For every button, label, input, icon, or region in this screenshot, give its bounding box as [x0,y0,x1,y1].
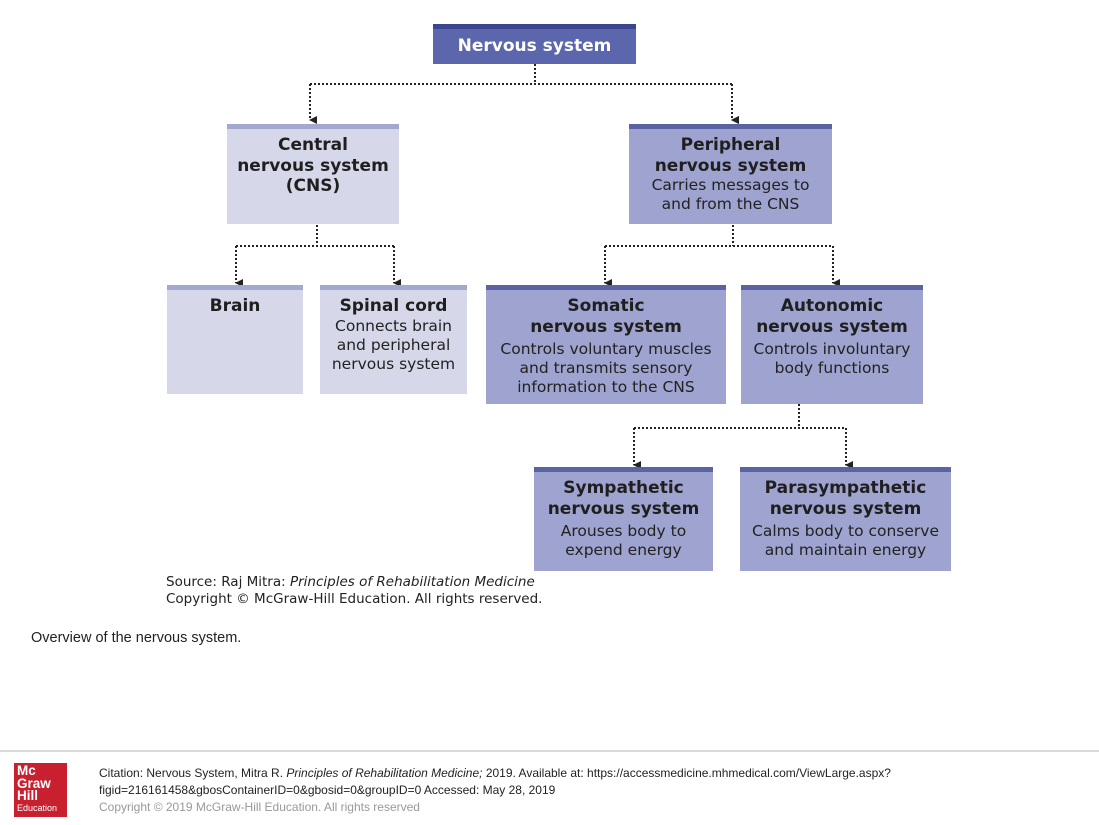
node-desc: Calms body to conserve and maintain ener… [752,522,939,560]
node-title: Spinal cord [339,296,448,316]
connector-cns [236,225,394,247]
node-nervous-system: Nervous system [433,24,636,64]
node-desc: Controls involuntary body functions [753,340,911,378]
node-desc: Connects brain and peripheral nervous sy… [331,316,456,373]
source-copyright: Copyright © McGraw-Hill Education. All r… [166,591,543,607]
node-autonomic: Autonomic nervous system Controls involu… [741,285,923,404]
logo-line: Graw [17,775,51,791]
mcgraw-hill-logo: Mc Graw Hill Education [14,763,67,817]
node-title: Sympathetic nervous system [547,478,700,519]
node-title: Nervous system [457,36,612,56]
citation-line2: figid=216161458&gbosContainerID=0&gbosid… [99,783,556,797]
node-sympathetic: Sympathetic nervous system Arouses body … [534,467,713,571]
node-desc: Arouses body to expend energy [560,522,687,560]
node-parasympathetic: Parasympathetic nervous system Calms bod… [740,467,951,571]
node-spinal-cord: Spinal cord Connects brain and periphera… [320,285,467,394]
node-cns: Central nervous system (CNS) [227,124,399,224]
connector-root [309,64,732,120]
node-desc: Controls voluntary muscles and transmits… [500,340,712,397]
connector-autonomic [634,404,846,429]
figure-source: Source: Raj Mitra: Principles of Rehabil… [166,574,542,608]
node-somatic: Somatic nervous system Controls voluntar… [486,285,726,404]
connector-lines [235,64,853,469]
node-title: Brain [209,296,261,316]
node-title: Peripheral nervous system [654,135,807,176]
node-brain: Brain [167,285,303,394]
logo-line: Education [17,802,58,813]
footer-copyright: Copyright © 2019 McGraw-Hill Education. … [99,800,420,814]
node-title: Somatic nervous system [530,296,682,337]
logo-line: Hill [17,788,39,803]
connector-pns [605,225,833,247]
citation: Citation: Nervous System, Mitra R. Princ… [99,765,999,816]
node-pns: Peripheral nervous system Carries messag… [629,124,832,224]
logo-line: Mc [17,763,36,778]
node-title: Central nervous system (CNS) [237,135,389,197]
node-desc: Carries messages to and from the CNS [651,176,810,214]
node-title: Autonomic nervous system [756,296,908,337]
citation-book: Principles of Rehabilitation Medicine; [286,766,483,780]
source-prefix: Source: Raj Mitra: [166,574,290,590]
source-book: Principles of Rehabilitation Medicine [289,574,535,590]
citation-prefix: Citation: Nervous System, Mitra R. [99,766,287,780]
figure-caption: Overview of the nervous system. [31,630,242,646]
node-title: Parasympathetic nervous system [764,478,927,519]
footer-divider [0,750,1099,752]
citation-rest: 2019. Available at: https://accessmedici… [482,766,891,780]
